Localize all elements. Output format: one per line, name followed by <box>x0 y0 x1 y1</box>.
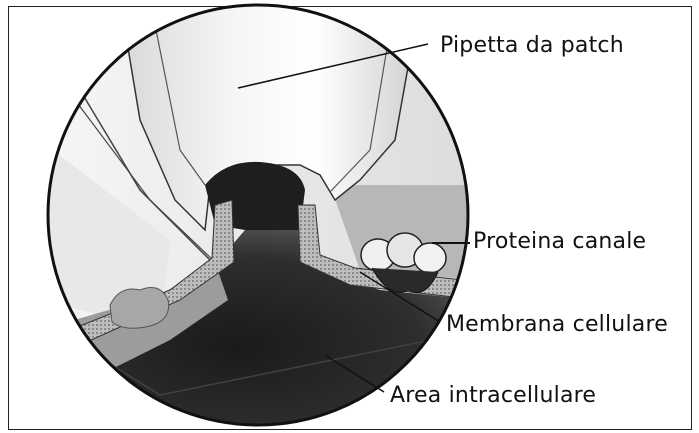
channel-protein-label: Proteina canale <box>473 229 646 254</box>
magnified-view <box>40 0 480 433</box>
intracellular-area-label: Area intracellulare <box>390 383 596 408</box>
cell-membrane-label: Membrana cellulare <box>446 312 668 337</box>
pipette-label: Pipetta da patch <box>440 33 624 58</box>
